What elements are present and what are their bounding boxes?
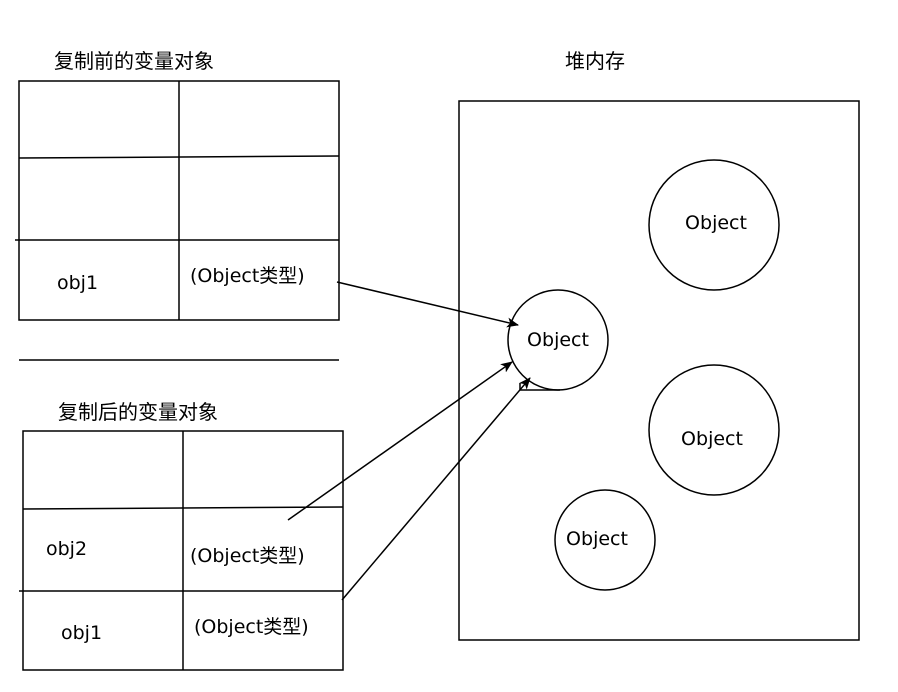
heap-object-circle <box>648 364 780 496</box>
after-table-divider-h1 <box>22 506 344 510</box>
heap-object-label: Object <box>681 428 743 450</box>
heap-object-referenced: Object <box>507 289 609 391</box>
before-cell-value: (Object类型) <box>190 265 305 287</box>
heap-object-label: Object <box>685 212 747 234</box>
reference-arrow-after-obj2 <box>287 361 513 521</box>
after-cell-name-obj1: obj1 <box>61 622 102 644</box>
title-before-copy: 复制前的变量对象 <box>54 49 214 73</box>
after-cell-value-obj2: (Object类型) <box>190 545 305 567</box>
after-cell-value-obj1: (Object类型) <box>194 616 309 638</box>
reference-arrow-after-obj1 <box>341 377 531 601</box>
before-table-divider-h1 <box>18 155 340 159</box>
heap-object-circle <box>648 159 780 291</box>
after-cell-name-obj2: obj2 <box>46 538 87 560</box>
heap-object-bottom: Object <box>554 489 656 591</box>
reference-arrow-tail-loop <box>519 383 560 391</box>
heap-object-circle <box>554 489 656 591</box>
heap-object-label: Object <box>527 329 589 351</box>
reference-arrow-before-obj1 <box>336 281 519 328</box>
heap-object-middle: Object <box>648 364 780 496</box>
title-heap: 堆内存 <box>565 49 625 73</box>
heap-object-label: Object <box>566 528 628 550</box>
before-cell-name: obj1 <box>57 272 98 294</box>
heap-object-top: Object <box>648 159 780 291</box>
after-copy-table: obj2 (Object类型) obj1 (Object类型) <box>19 430 344 671</box>
title-after-copy: 复制后的变量对象 <box>58 400 218 424</box>
before-copy-table: obj1 (Object类型) <box>15 80 340 321</box>
